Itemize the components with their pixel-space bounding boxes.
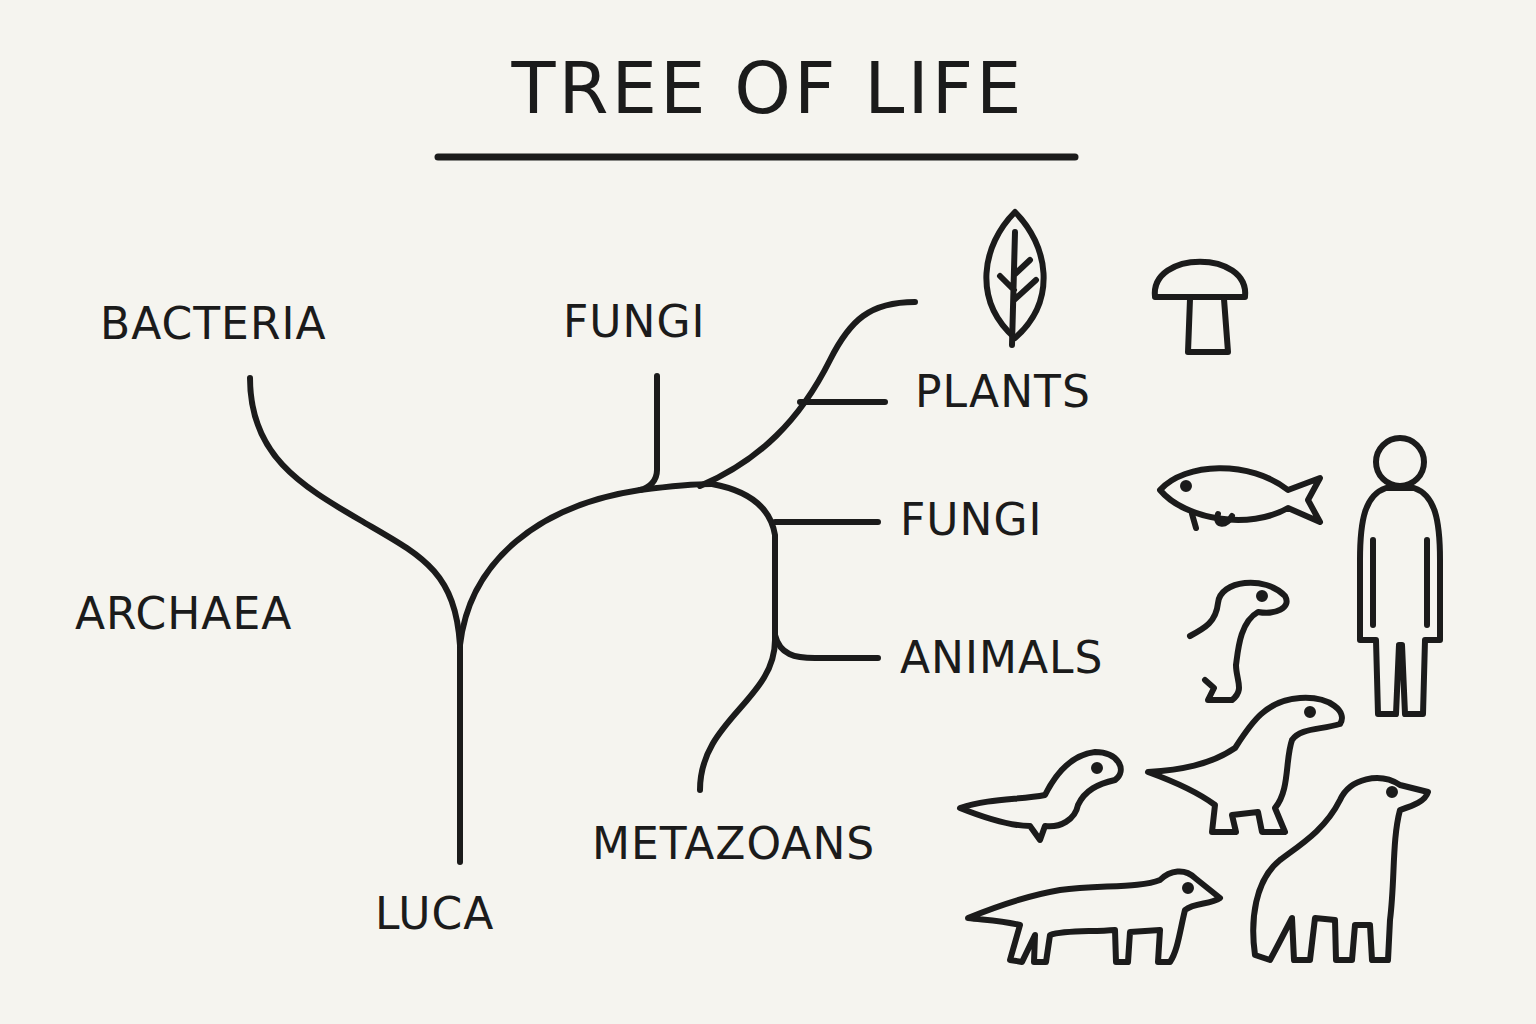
trunk [457, 640, 463, 862]
fish-eye [1183, 483, 1189, 489]
animal-branch [700, 484, 775, 790]
plants-twig [800, 399, 885, 405]
diagram-title: TREE OF LIFE [511, 52, 1024, 124]
branch-label: FUNGI [900, 498, 1043, 542]
raptor-icon [1148, 698, 1342, 832]
mushroom-icon [1155, 262, 1245, 297]
dog-icon [1253, 778, 1428, 960]
eukaryote-branch [460, 484, 712, 645]
lizard-icon [960, 752, 1121, 840]
dog-eye [1185, 885, 1191, 891]
person-icon [1360, 488, 1440, 714]
dog-eye [1389, 789, 1395, 795]
branch-label: LUCA [375, 892, 494, 936]
dog-icon [968, 871, 1220, 962]
animals-twig [775, 635, 878, 658]
person-head [1376, 438, 1424, 486]
fungi-twig [775, 519, 878, 525]
title-underline [438, 154, 1075, 161]
fungi-branch [640, 376, 657, 490]
person-arms [1373, 540, 1427, 625]
fish-icon [1160, 468, 1320, 522]
branch-label: ANIMALS [900, 636, 1104, 680]
plants-branch [700, 302, 915, 486]
mushroom-stem [1188, 299, 1228, 352]
branch-label: METAZOANS [592, 822, 875, 866]
dinosaur-icon [1190, 583, 1287, 700]
lizard-eye [1094, 765, 1100, 771]
branch-label: BACTERIA [100, 302, 327, 346]
branch-label: ARCHAEA [75, 592, 292, 636]
raptor-eye [1307, 709, 1313, 715]
branch-label: FUNGI [563, 300, 706, 344]
fish-fins [1192, 514, 1232, 528]
leaf-veins [1000, 232, 1036, 345]
dinosaur-eye [1259, 593, 1265, 599]
branch-label: PLANTS [915, 370, 1091, 414]
